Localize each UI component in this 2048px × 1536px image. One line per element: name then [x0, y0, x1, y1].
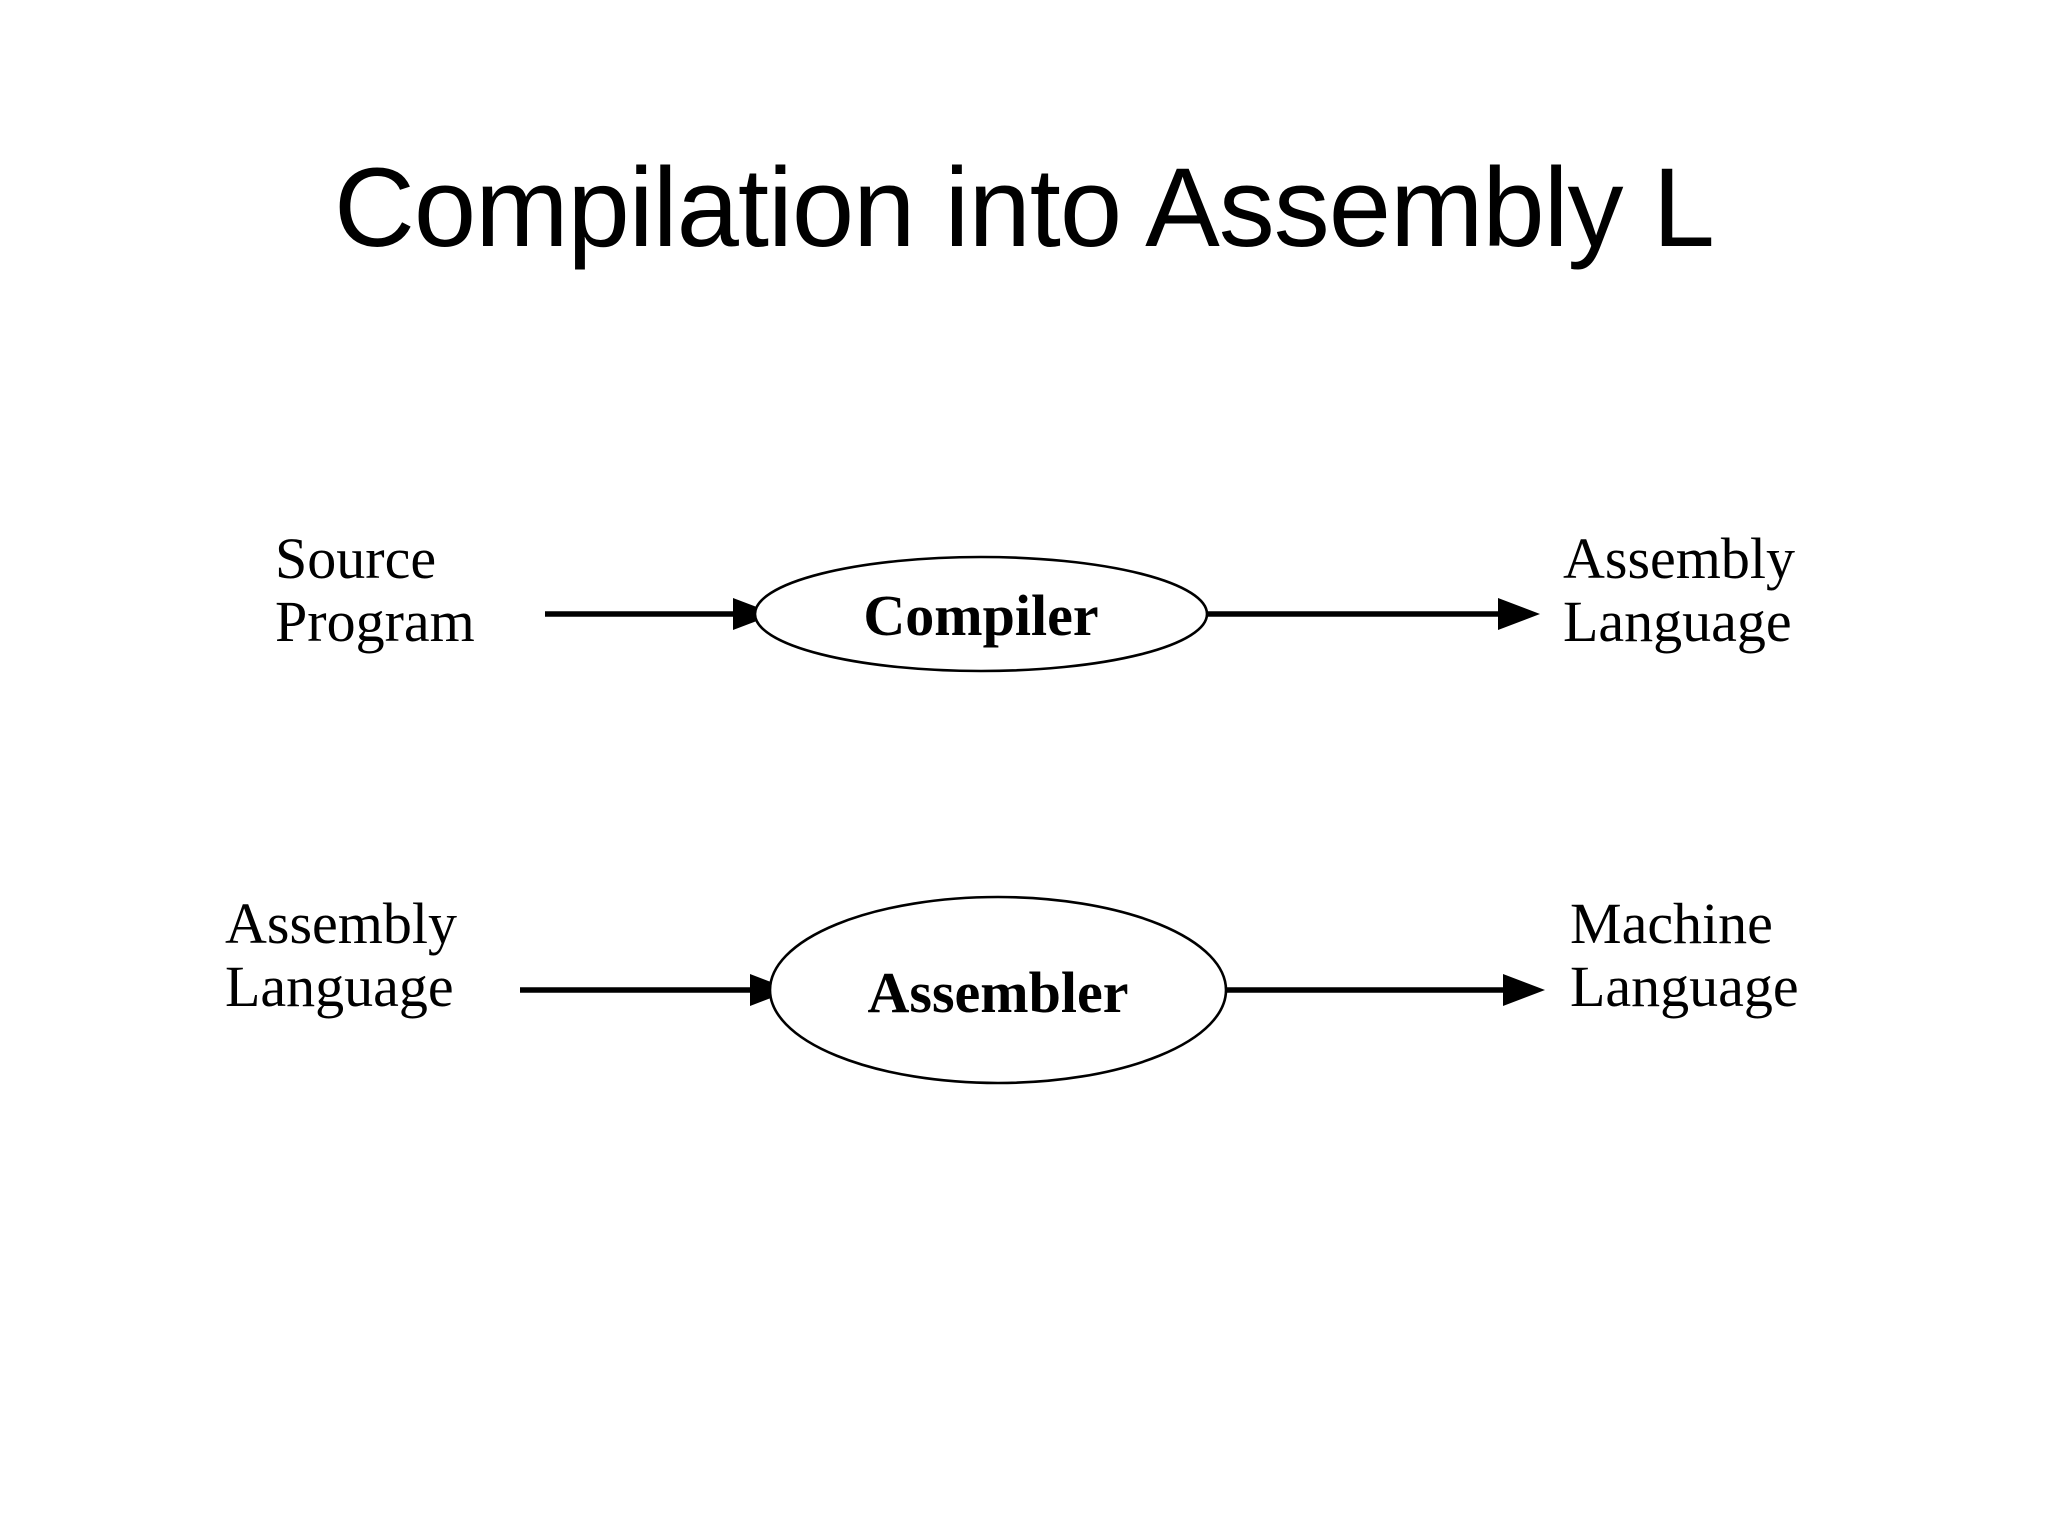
flow-input-label-line-2: Program [275, 588, 475, 654]
flow-input-label-line-2: Language [225, 953, 454, 1019]
flow-output-label-line-2: Language [1563, 588, 1792, 654]
flow-output-label-line-1: Assembly [1563, 526, 1795, 591]
flow-row-assembler: Assembly Language Assembler Machine Lang… [0, 865, 2048, 1105]
flow-row-compiler: Source Program Compiler Assembly Languag… [0, 500, 2048, 730]
node-label-compiler: Compiler [863, 583, 1099, 648]
page-title: Compilation into Assembly L [334, 145, 1715, 270]
flow-row-assembler-graphics [520, 895, 1545, 1085]
flow-input-label-assembly-language: Assembly Language [225, 891, 457, 1019]
flow-input-label-source-program: Source Program [275, 526, 475, 654]
flow-output-label-machine-language: Machine Language [1570, 891, 1799, 1019]
arrowhead-compiler-to-assembly [1498, 598, 1540, 630]
flow-input-label-line-1: Source [275, 526, 437, 591]
flow-output-label-line-2: Language [1570, 953, 1799, 1019]
flow-input-label-line-1: Assembly [225, 891, 457, 956]
arrowhead-assembler-to-machine [1503, 974, 1545, 1006]
flow-output-label-line-1: Machine [1570, 891, 1773, 956]
flow-output-label-assembly-language: Assembly Language [1563, 526, 1795, 654]
flow-row-compiler-graphics [545, 555, 1540, 673]
node-label-assembler: Assembler [867, 960, 1129, 1025]
